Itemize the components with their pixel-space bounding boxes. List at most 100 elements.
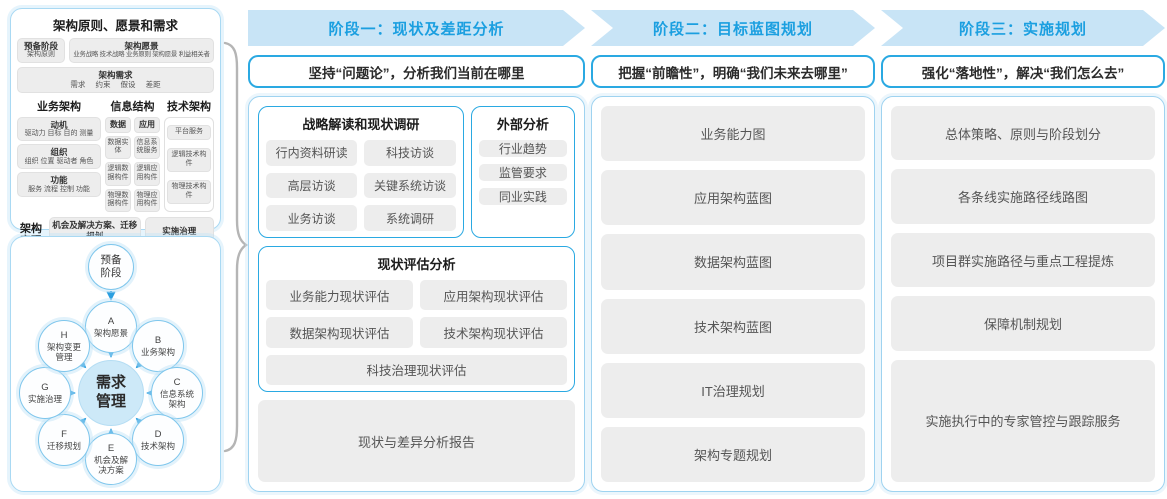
assessment-item: 应用架构现状评估 [420,280,567,311]
framework-panel: 架构原则、愿景和需求 预备阶段 架构原则 架构愿景 业务战略 技术战略 业务原则… [10,8,221,254]
phase-2-content-panel: 业务能力图 应用架构蓝图 数据架构蓝图 技术架构蓝图 IT治理规划 架构专题规划 [591,96,875,492]
application-subcolumn: 应用 信息系统服务 逻辑应用构件 物理应用构件 [134,116,160,212]
adm-node-f-letter: F [61,429,67,441]
function-box: 功能 服务 流程 控制 功能 [17,172,101,198]
deliverable-item: 应用架构蓝图 [601,170,865,226]
technology-architecture-column: 技术架构 平台服务 逻辑技术构件 物理技术构件 [164,98,214,212]
external-item: 同业实践 [478,188,567,205]
external-analysis-box: 外部分析 行业趋势 监管要求 同业实践 [470,106,575,238]
external-analysis-title: 外部分析 [496,117,549,132]
adm-center-circle: 需求管理 [78,360,144,426]
opportunities-migration-title: 机会及解决方案、迁移规划 [52,220,138,241]
survey-item: 科技访谈 [364,140,456,166]
information-subcolumns: 数据 数据实体 逻辑数据构件 物理数据构件 应用 信息系统服务 逻辑应用构件 物… [105,116,160,212]
deliverable-item: 技术架构蓝图 [601,298,865,354]
deliverable-item: 数据架构蓝图 [601,234,865,290]
adm-prep-label: 预备阶段 [100,254,122,279]
requirements-title: 架构需求 [98,69,133,80]
technology-item: 逻辑技术构件 [167,148,211,172]
adm-node-g-label: 实施治理 [27,393,62,404]
adm-node-c-label: 信息系统架构 [159,388,194,409]
deliverable-item: 保障机制规划 [891,296,1155,351]
adm-node-c-letter: C [173,377,181,389]
requirements-box: 架构需求 需求 约束 假设 差距 [17,66,214,93]
data-header: 数据 [105,116,131,133]
phase-3-deliverables: 总体策略、原则与阶段划分 各条线实施路径线路图 项目群实施路径与重点工程提炼 保… [891,106,1155,483]
data-item: 逻辑数据构件 [105,162,131,186]
brace-connector [221,40,249,459]
framework-row-vision: 预备阶段 架构原则 架构愿景 业务战略 技术战略 业务原则 架构愿景 利益相关者 [17,38,214,63]
organization-sub: 组织 位置 驱动者 角色 [24,157,94,165]
framework-row-requirements: 架构需求 需求 约束 假设 差距 [17,66,214,93]
assessment-box: 现状评估分析 业务能力现状评估 应用架构现状评估 数据架构现状评估 技术架构现状… [258,246,575,392]
phase-2-banner: 阶段二：目标蓝图规划 [591,10,875,46]
deliverable-item: IT治理规划 [601,362,865,418]
prep-phase-box: 预备阶段 架构原则 [17,38,65,63]
phase-1-top-row: 战略解读和现状调研 行内资料研读 科技访谈 高层访谈 关键系统访谈 业务访谈 系… [258,106,575,238]
adm-node-a-letter: A [107,316,115,328]
technology-item: 平台服务 [167,124,211,140]
deliverable-item: 总体策略、原则与阶段划分 [891,106,1155,161]
survey-item: 行内资料研读 [266,140,358,166]
survey-item: 系统调研 [364,205,456,231]
survey-item: 业务访谈 [266,205,358,231]
assessment-item: 科技治理现状评估 [266,354,567,385]
survey-title: 战略解读和现状调研 [302,117,420,132]
survey-box: 战略解读和现状调研 行内资料研读 科技访谈 高层访谈 关键系统访谈 业务访谈 系… [258,106,464,238]
adm-center-label: 需求管理 [95,374,126,410]
survey-item: 高层访谈 [266,172,358,199]
business-architecture-column: 业务架构 动机 驱动力 目标 目的 测量 组织 组织 位置 驱动者 角色 功能 … [17,98,101,213]
phase-1-column: 阶段一：现状及差距分析 坚持“问题论”，分析我们当前在哪里 战略解读和现状调研 … [248,10,585,492]
application-item: 信息系统服务 [134,135,160,159]
motivation-sub: 驱动力 目标 目的 测量 [24,129,94,137]
information-structure-title: 信息结构 [110,100,155,113]
vision-box: 架构愿景 业务战略 技术战略 业务原则 架构愿景 利益相关者 [69,38,214,63]
adm-node-b-letter: B [154,335,162,347]
data-item: 物理数据构件 [105,188,131,212]
deliverable-item: 业务能力图 [601,106,865,162]
business-architecture-title: 业务架构 [37,100,81,113]
adm-node-f-label: 迁移规划 [46,440,81,451]
gap-analysis-report-box: 现状与差异分析报告 [258,400,575,482]
survey-item: 关键系统访谈 [364,172,456,199]
adm-node-h-label: 架构变更管理 [46,341,81,362]
implementation-governance-title: 实施治理 [162,225,197,236]
prep-phase-sub: 架构原则 [27,51,55,59]
adm-node-e-label: 机会及解决方案 [93,454,128,475]
deliverable-item: 项目群实施路径与重点工程提炼 [891,232,1155,288]
information-structure-column: 信息结构 数据 数据实体 逻辑数据构件 物理数据构件 应用 信息系统服务 逻辑应… [105,98,160,212]
requirements-sub: 需求 约束 假设 差距 [70,80,161,90]
assessment-item: 业务能力现状评估 [266,280,413,311]
technology-item: 物理技术构件 [167,180,211,204]
external-analysis-list: 行业趋势 监管要求 同业实践 [478,140,567,231]
vision-title: 架构愿景 [124,41,159,51]
deliverable-item: 架构专题规划 [601,426,865,483]
framework-row-domains: 业务架构 动机 驱动力 目标 目的 测量 组织 组织 位置 驱动者 角色 功能 … [17,98,214,213]
phases-section: 阶段一：现状及差距分析 坚持“问题论”，分析我们当前在哪里 战略解读和现状调研 … [248,10,1165,492]
survey-grid: 行内资料研读 科技访谈 高层访谈 关键系统访谈 业务访谈 系统调研 [266,140,456,231]
phase-1-banner: 阶段一：现状及差距分析 [248,10,585,46]
phase-3-column: 阶段三：实施规划 强化“落地性”，解决“我们怎么去” 总体策略、原则与阶段划分 … [881,10,1165,492]
data-item: 数据实体 [105,135,131,159]
adm-node-d-letter: D [154,429,162,441]
external-item: 行业趋势 [478,140,567,157]
data-subcolumn: 数据 数据实体 逻辑数据构件 物理数据构件 [105,116,131,212]
application-header: 应用 [134,116,160,133]
organization-title: 组织 [50,147,68,158]
adm-prep-circle: 预备阶段 [88,244,134,290]
brace-path [223,41,249,453]
adm-node-a-label: 架构愿景 [93,327,128,338]
phase-2-column: 阶段二：目标蓝图规划 把握“前瞻性”，明确“我们未来去哪里” 业务能力图 应用架… [591,10,875,492]
phase-1-content-panel: 战略解读和现状调研 行内资料研读 科技访谈 高层访谈 关键系统访谈 业务访谈 系… [248,96,585,492]
adm-node-b-label: 业务架构 [140,346,175,357]
phase-3-banner: 阶段三：实施规划 [881,10,1165,46]
